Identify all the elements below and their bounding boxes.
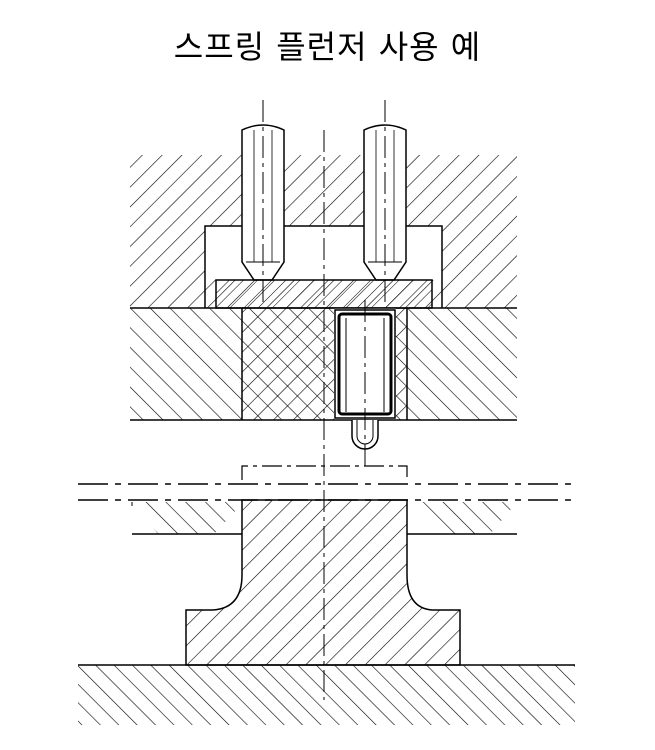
center-lines: [262, 100, 386, 700]
lower-die-punch: [185, 499, 461, 666]
diagram-title: 스프링 플런저 사용 예: [173, 28, 482, 66]
lower-die-block: [131, 502, 517, 535]
spring-plunger: [334, 309, 396, 450]
base-plate: [78, 664, 575, 725]
workpiece-strip: [78, 465, 575, 501]
